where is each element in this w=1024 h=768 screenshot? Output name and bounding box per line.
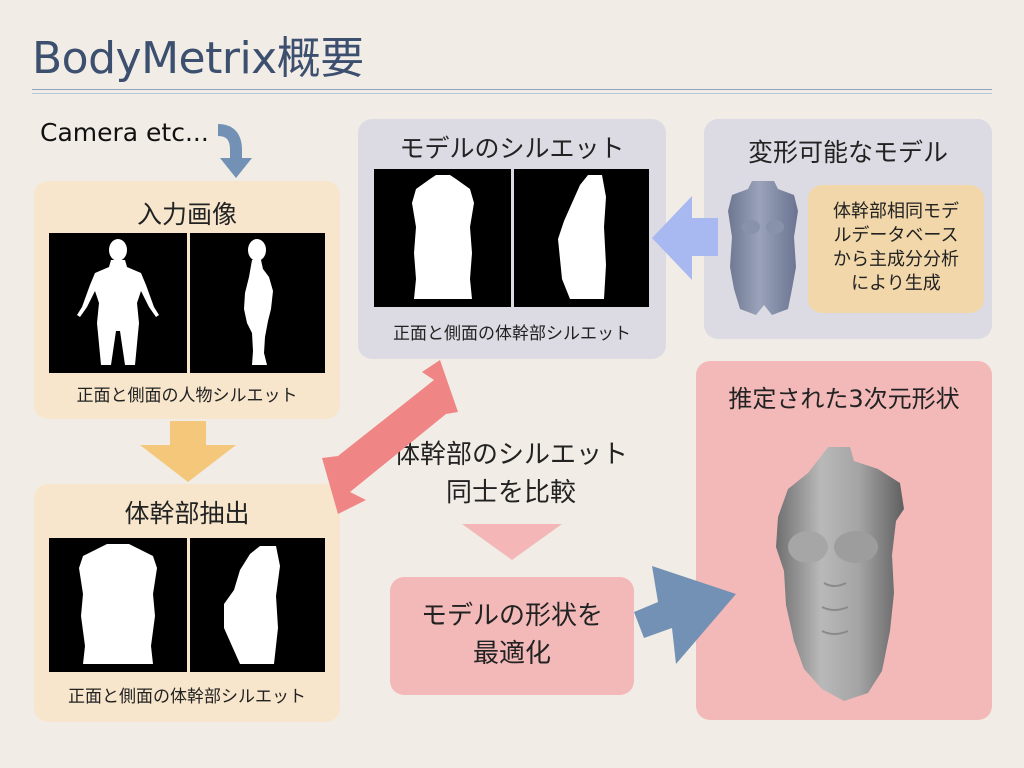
model-silhouette-title: モデルのシルエット (399, 134, 625, 163)
estimated-torso-render (776, 447, 904, 701)
slide-title: BodyMetrix概要 (32, 33, 364, 84)
deformable-torso-render (728, 181, 798, 315)
torso-extraction-box: 体幹部抽出 正面と側面の体幹部シルエット (34, 484, 340, 722)
camera-down-arrowhead (220, 158, 252, 178)
model-side-silhouette (514, 169, 649, 307)
extract-arrow-shaft (170, 421, 206, 445)
deformable-model-title: 変形可能なモデル (747, 138, 948, 167)
optimize-shape-box: モデルの形状を 最適化 (390, 577, 634, 695)
front-person-silhouette (49, 233, 187, 373)
extract-arrowhead (140, 445, 236, 482)
model-silhouette-box: モデルのシルエット 正面と側面の体幹部シルエット (358, 119, 666, 359)
camera-down-arrow (217, 124, 242, 160)
input-image-title: 入力画像 (136, 200, 237, 229)
pca-note-line-2: ルデータベース (833, 225, 959, 246)
front-torso-silhouette (49, 538, 187, 672)
model-silhouette-caption: 正面と側面の体幹部シルエット (393, 324, 631, 344)
model-front-silhouette (374, 169, 511, 307)
pca-note-box: 体幹部相同モデ ルデータベース から主成分分析 により生成 (808, 185, 984, 313)
camera-label: Camera etc... (40, 118, 209, 147)
deformable-model-box: 変形可能なモデル 体幹部相同モデ ルデータベース から主成分分析 により生成 (704, 119, 992, 339)
optimize-shape-line-2: 最適化 (472, 639, 551, 669)
estimated-shape-box: 推定された3次元形状 (696, 361, 992, 720)
pca-note-line-1: 体幹部相同モデ (833, 201, 959, 222)
title-divider-secondary (32, 93, 992, 94)
torso-extraction-title: 体幹部抽出 (124, 499, 250, 528)
pca-note-line-3: から主成分分析 (833, 249, 959, 270)
input-image-caption: 正面と側面の人物シルエット (76, 386, 298, 406)
estimated-shape-title: 推定された3次元形状 (728, 385, 960, 413)
optimize-shape-line-1: モデルの形状を (420, 601, 603, 631)
input-image-box: 入力画像 正面と側面の人物シルエット (34, 181, 340, 419)
side-person-silhouette (190, 233, 325, 373)
pca-note-line-4: により生成 (851, 273, 941, 294)
title-divider (32, 89, 992, 90)
compare-text-line-1: 体幹部のシルエット (393, 440, 628, 470)
side-torso-silhouette (190, 538, 325, 672)
optimize-down-arrow (462, 524, 562, 560)
compare-text-line-2: 同士を比較 (445, 478, 576, 508)
torso-extraction-caption: 正面と側面の体幹部シルエット (68, 687, 306, 707)
